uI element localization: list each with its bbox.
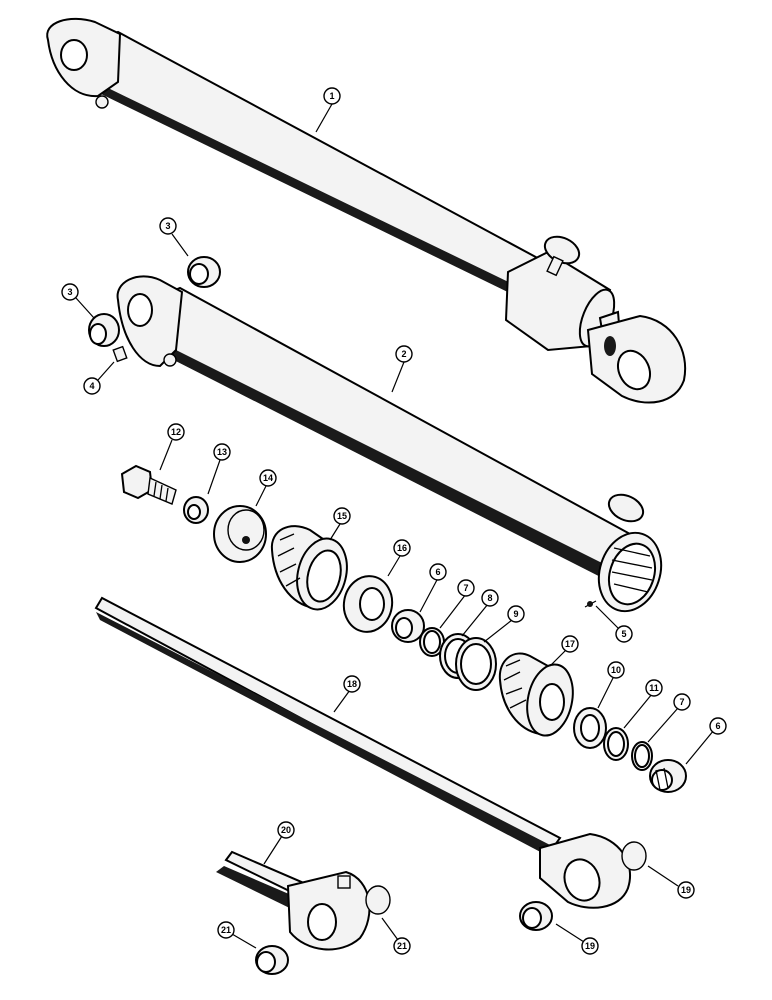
- bushing-part-6-lower: [649, 759, 687, 793]
- callout-3-lower-label: 3: [67, 287, 72, 297]
- callout-8: 8: [481, 589, 499, 607]
- washer-part-13: [183, 496, 209, 524]
- callout-5: 5: [615, 625, 633, 643]
- wear-ring-part-16: [342, 575, 394, 633]
- callout-18-label: 18: [347, 679, 357, 689]
- callout-19-left: 19: [581, 937, 599, 955]
- callout-13: 13: [213, 443, 231, 461]
- callout-15: 15: [333, 507, 351, 525]
- callout-19-right-label: 19: [681, 885, 691, 895]
- o-ring-part-7-upper: [419, 627, 445, 657]
- callout-leaders: [75, 103, 715, 949]
- callout-21-right: 21: [393, 937, 411, 955]
- callout-14-label: 14: [263, 473, 273, 483]
- callout-4-label: 4: [89, 381, 94, 391]
- callout-21-left: 21: [217, 921, 235, 939]
- callout-8-label: 8: [487, 593, 492, 603]
- grease-fitting-part-4: [112, 345, 128, 363]
- callout-3-upper-label: 3: [165, 221, 170, 231]
- callout-6-upper-label: 6: [435, 567, 440, 577]
- callout-21-left-label: 21: [221, 925, 231, 935]
- callout-13-label: 13: [217, 447, 227, 457]
- callout-1-label: 1: [329, 91, 334, 101]
- grease-fitting-part-5: [584, 600, 597, 608]
- seal-part-9: [455, 637, 497, 691]
- piston-nut-part-14: [213, 505, 267, 563]
- callout-17: 17: [561, 635, 579, 653]
- callout-16-label: 16: [397, 543, 407, 553]
- callout-11: 11: [645, 679, 663, 697]
- callout-14: 14: [259, 469, 277, 487]
- callout-10-label: 10: [611, 665, 621, 675]
- callout-6-lower: 6: [709, 717, 727, 735]
- cylinder-assembly-part-1: [46, 17, 687, 404]
- callout-10: 10: [607, 661, 625, 679]
- callout-20: 20: [277, 821, 295, 839]
- callout-19-right: 19: [677, 881, 695, 899]
- callout-2-label: 2: [401, 349, 406, 359]
- gland-part-17: [498, 652, 574, 737]
- callout-2: 2: [395, 345, 413, 363]
- callout-12: 12: [167, 423, 185, 441]
- bushing-part-19: [519, 901, 553, 931]
- bushing-part-3-lower: [88, 313, 120, 347]
- bushing-part-6-upper: [391, 609, 425, 643]
- bushing-part-21: [255, 945, 289, 975]
- callout-21-right-label: 21: [397, 941, 407, 951]
- callout-6-upper: 6: [429, 563, 447, 581]
- o-ring-part-7-lower: [631, 741, 653, 771]
- callout-6-lower-label: 6: [715, 721, 720, 731]
- bushing-part-3-upper: [187, 256, 221, 288]
- cylinder-tube-part-2: [116, 275, 663, 613]
- callout-11-label: 11: [649, 683, 659, 693]
- callout-15-label: 15: [337, 511, 347, 521]
- callout-17-label: 17: [565, 639, 575, 649]
- callout-12-label: 12: [171, 427, 181, 437]
- callout-9: 9: [507, 605, 525, 623]
- callout-9-label: 9: [513, 609, 518, 619]
- callout-16: 16: [393, 539, 411, 557]
- piston-part-15: [270, 525, 348, 611]
- callout-7-upper-label: 7: [463, 583, 468, 593]
- callout-5-label: 5: [621, 629, 626, 639]
- callout-19-left-label: 19: [585, 941, 595, 951]
- callout-7-lower: 7: [673, 693, 691, 711]
- callout-4: 4: [83, 377, 101, 395]
- callout-7-upper: 7: [457, 579, 475, 597]
- callout-7-lower-label: 7: [679, 697, 684, 707]
- bolt-part-12: [120, 464, 177, 505]
- piston-rod-part-18: [94, 596, 647, 909]
- wiper-part-10: [573, 707, 607, 749]
- callout-18: 18: [343, 675, 361, 693]
- callout-1: 1: [323, 87, 341, 105]
- pin-part-20: [216, 850, 391, 951]
- callout-3-lower: 3: [61, 283, 79, 301]
- callout-3-upper: 3: [159, 217, 177, 235]
- ring-part-11: [603, 727, 629, 761]
- callout-20-label: 20: [281, 825, 291, 835]
